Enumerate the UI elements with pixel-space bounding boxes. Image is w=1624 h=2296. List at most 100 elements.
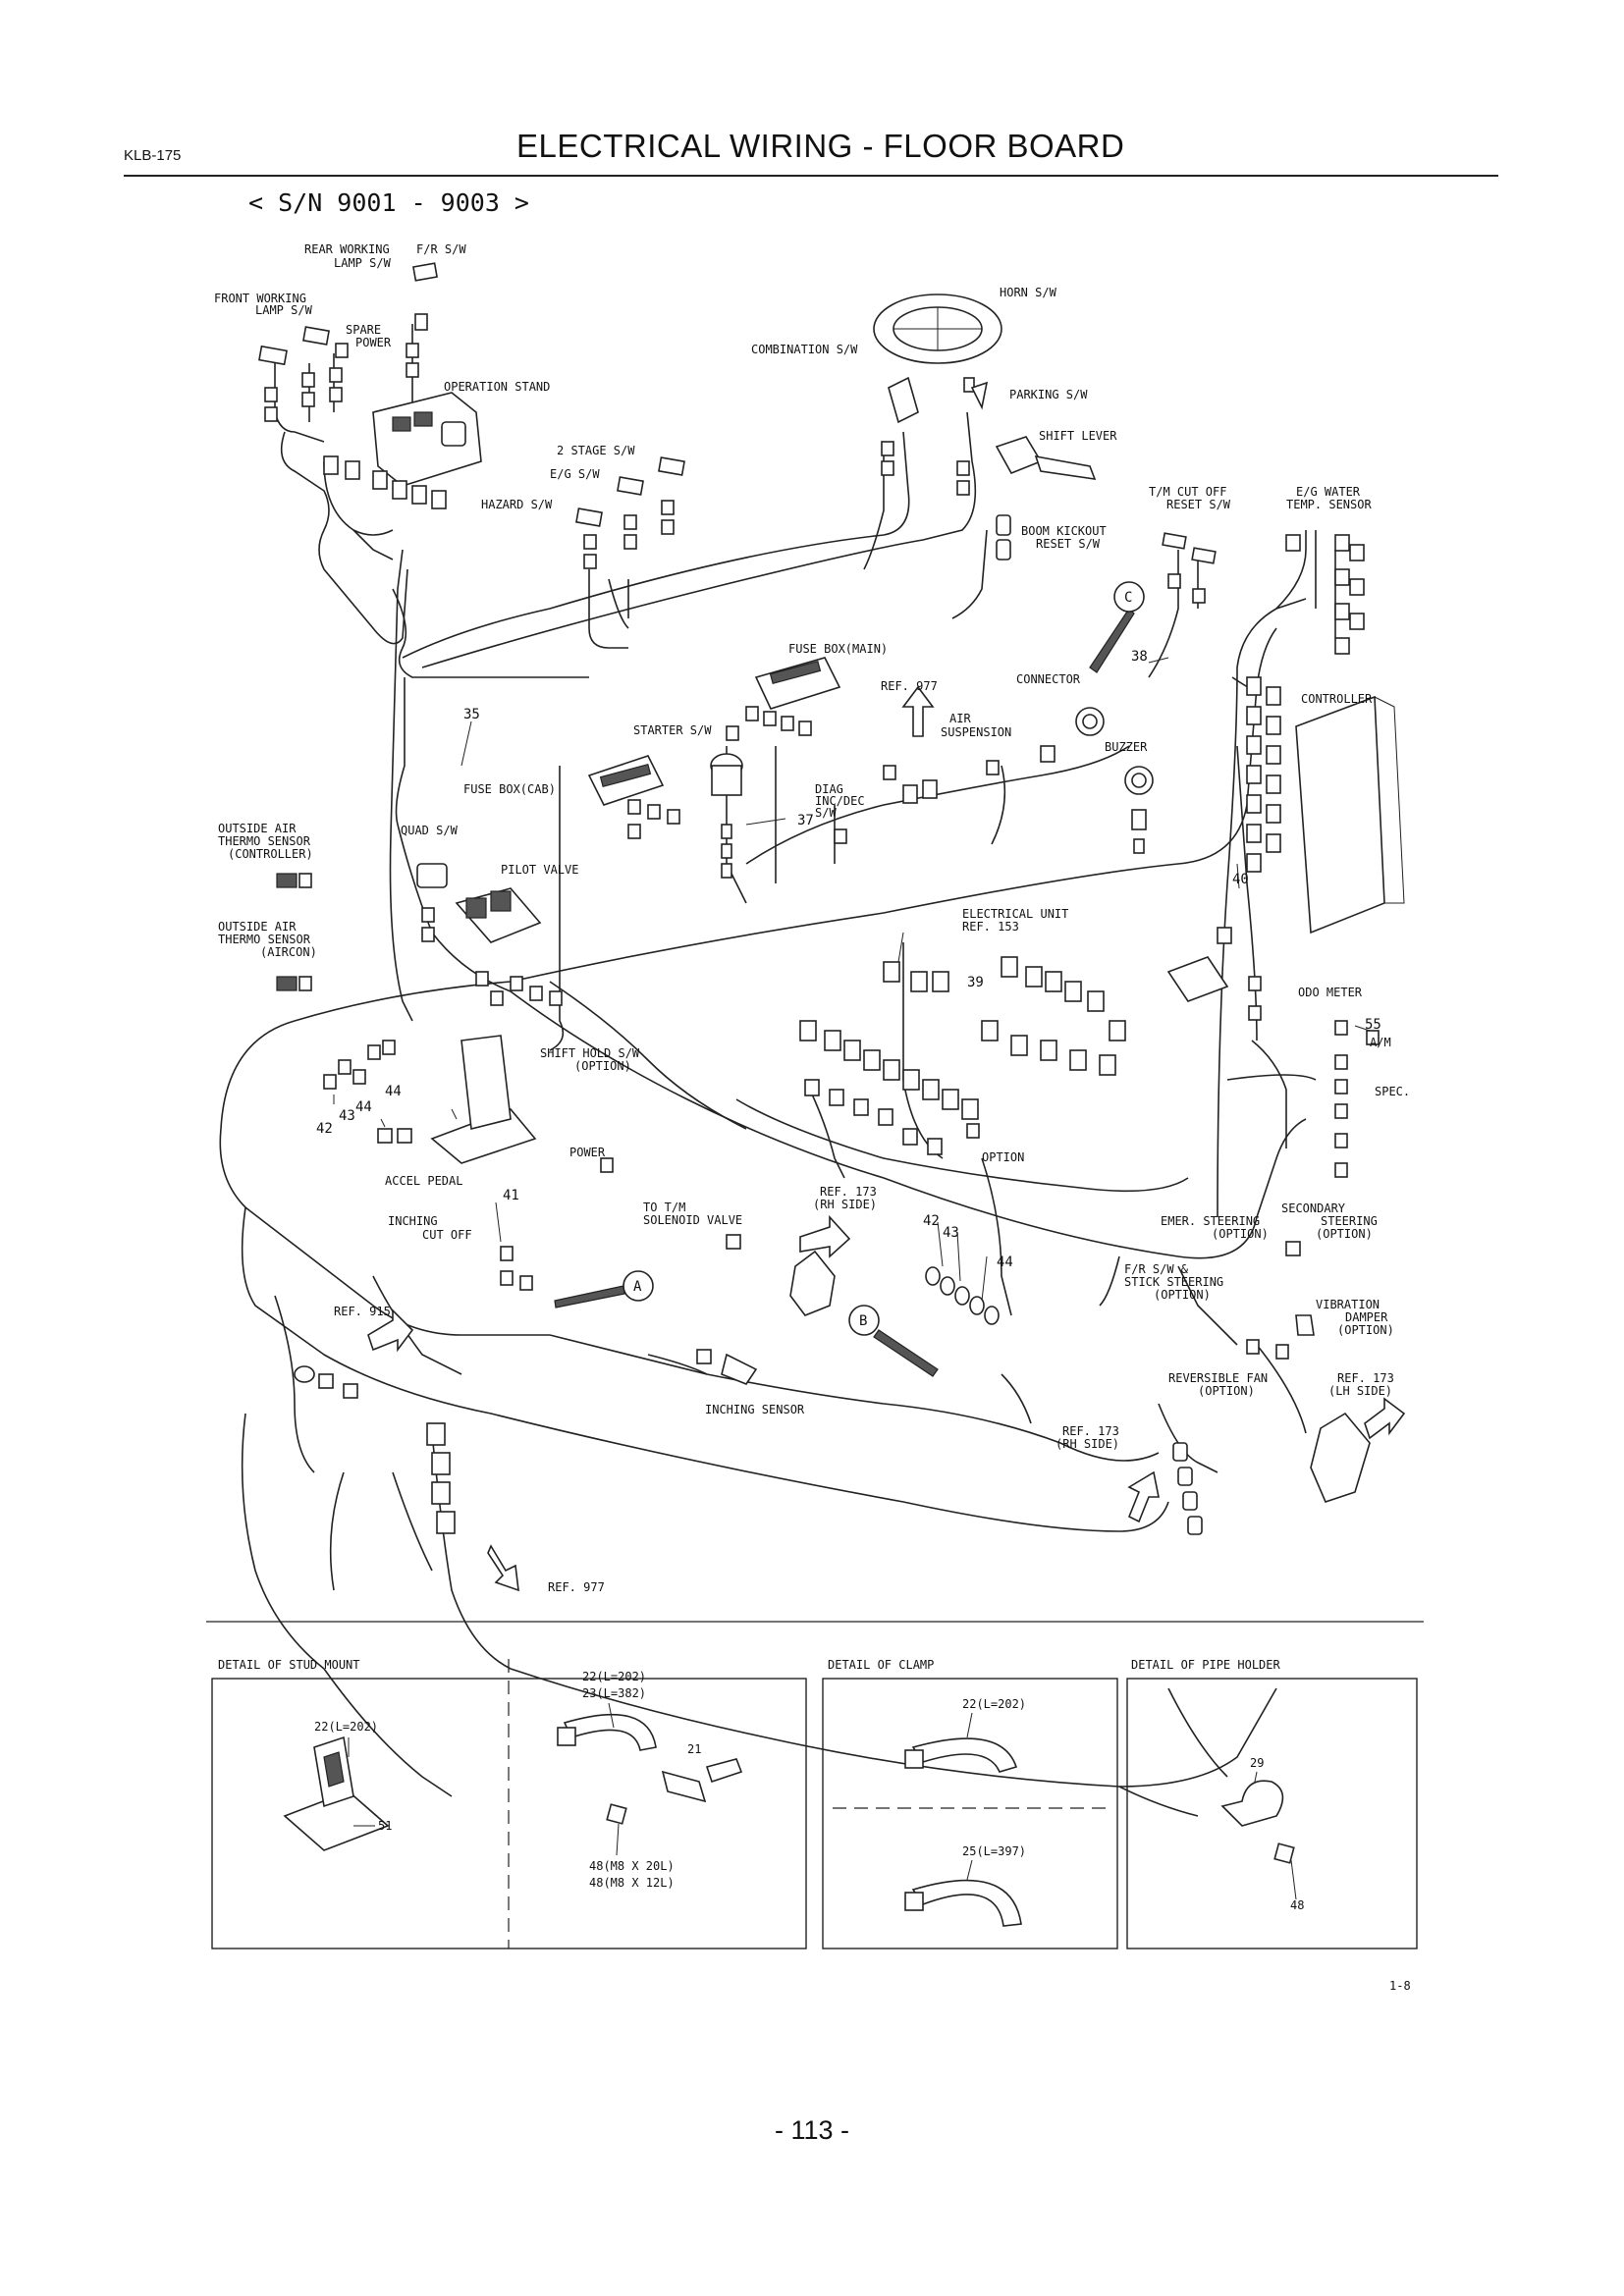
callout-37: 37	[797, 813, 814, 828]
detail-a-letter: A	[633, 1279, 642, 1295]
label-hazard-sw: HAZARD S/W	[481, 498, 553, 511]
label-inching-cut-off-2: CUT OFF	[422, 1228, 472, 1242]
fr-switch-icon	[412, 262, 438, 282]
stud-mount-part-23: 23(L=382)	[582, 1686, 646, 1700]
label-emer-steering: EMER. STEERING	[1161, 1214, 1260, 1228]
clamp-25-icon	[911, 1879, 1022, 1927]
label-vibration-damper-2: DAMPER	[1345, 1310, 1388, 1324]
label-air-suspension: AIR	[949, 712, 971, 725]
label-fr-sw: F/R S/W	[416, 242, 466, 256]
reference-arrows	[367, 581, 1406, 1592]
label-quad-sw: QUAD S/W	[401, 824, 459, 837]
label-horn-sw: HORN S/W	[1000, 286, 1057, 299]
label-secondary-steering-3: (OPTION)	[1316, 1227, 1373, 1241]
callout-43: 43	[339, 1108, 355, 1124]
label-outside-air-ctrl-3: (CONTROLLER)	[228, 847, 313, 861]
detail-a-circle	[623, 1270, 654, 1302]
page-title: ELECTRICAL WIRING - FLOOR BOARD	[516, 128, 1125, 164]
callout-55: 55	[1365, 1017, 1381, 1033]
label-fuse-box-main: FUSE BOX(MAIN)	[788, 642, 888, 656]
label-to-tm-solenoid-2: SOLENOID VALVE	[643, 1213, 742, 1227]
label-to-tm-solenoid: TO T/M	[643, 1201, 685, 1214]
label-tm-cut-off: T/M CUT OFF	[1149, 485, 1226, 499]
shift-lever-icon	[995, 436, 1043, 475]
label-eg-water-2: TEMP. SENSOR	[1286, 498, 1372, 511]
pipe-holder-part-29: 29	[1250, 1756, 1264, 1770]
label-vibration-damper: VIBRATION	[1316, 1298, 1380, 1311]
detail-stud-mount: DETAIL OF STUD MOUNT 22(L=202) 51 22(L=2…	[211, 1658, 807, 1949]
detail-clamp-title: DETAIL OF CLAMP	[828, 1658, 934, 1672]
bolt-icon	[705, 1758, 743, 1784]
pipe-holder-icon	[1220, 1780, 1284, 1827]
label-pilot-valve: PILOT VALVE	[501, 863, 578, 877]
detail-b-letter: B	[859, 1313, 867, 1329]
label-diag-3: S/W	[815, 806, 837, 820]
serial-range: < S/N 9001 - 9003 >	[248, 188, 529, 217]
detail-b-circle	[848, 1305, 880, 1336]
label-eg-water: E/G WATER	[1296, 485, 1361, 499]
solenoid-valve-icon	[789, 1250, 836, 1316]
label-power: POWER	[569, 1146, 606, 1159]
callout-38: 38	[1131, 649, 1148, 665]
label-outside-air-aircon-2: THERMO SENSOR	[218, 933, 311, 946]
label-diag-2: INC/DEC	[815, 794, 865, 808]
label-odo-meter: ODO METER	[1298, 986, 1363, 999]
callout-44c: 44	[997, 1255, 1013, 1270]
label-outside-air-ctrl: OUTSIDE AIR	[218, 822, 297, 835]
label-inching-sensor: INCHING SENSOR	[705, 1403, 805, 1416]
right-arrow-icon	[1364, 1397, 1406, 1440]
bolt-head-icon	[606, 1803, 627, 1825]
label-air-suspension-2: SUSPENSION	[941, 725, 1011, 739]
document-code: KLB-175	[124, 147, 182, 164]
callout-44: 44	[355, 1099, 372, 1115]
detail-pipe-holder: DETAIL OF PIPE HOLDER 29 48	[1126, 1658, 1418, 1949]
label-rear-working-lamp: REAR WORKING	[304, 242, 390, 256]
label-ref-173-lh-2: (LH SIDE)	[1328, 1384, 1392, 1398]
label-fr-stick-2: STICK STEERING	[1124, 1275, 1223, 1289]
clamp-22-icon	[911, 1737, 1018, 1773]
detail-stud-mount-title: DETAIL OF STUD MOUNT	[218, 1658, 360, 1672]
label-reversible-fan-2: (OPTION)	[1198, 1384, 1255, 1398]
stud-mount-part-21: 21	[687, 1742, 701, 1756]
callout-35: 35	[463, 707, 480, 722]
label-accel-pedal: ACCEL PEDAL	[385, 1174, 462, 1188]
pipe-holder-part-48: 48	[1290, 1898, 1304, 1912]
clamp-part-25: 25(L=397)	[962, 1844, 1026, 1858]
title-rule	[124, 175, 1498, 177]
harness-wires	[219, 324, 1336, 1817]
label-outside-air-aircon-3: (AIRCON)	[260, 945, 317, 959]
component-labels: REAR WORKING LAMP S/W F/R S/W FRONT WORK…	[214, 242, 1410, 1594]
detail-a-arrow	[554, 1285, 625, 1308]
label-secondary-steering-2: STEERING	[1321, 1214, 1378, 1228]
label-shift-hold: SHIFT HOLD S/W	[540, 1046, 640, 1060]
detail-clamp: DETAIL OF CLAMP 22(L=202) 25(L=397)	[822, 1658, 1118, 1949]
up-arrow-icon	[1127, 1470, 1160, 1523]
controller-icon	[1295, 695, 1385, 934]
callout-numbers: 35 37 38 39 40 41 42 43 44 44 42 43 44 5…	[316, 590, 1381, 1329]
label-ref-173-rh-low-2: (RH SIDE)	[1056, 1437, 1119, 1451]
label-ref-173-rh-2: (RH SIDE)	[813, 1198, 877, 1211]
sheet-code: 1-8	[1389, 1979, 1411, 1993]
label-spare-power: SPARE	[346, 323, 381, 337]
label-inching-cut-off: INCHING	[388, 1214, 438, 1228]
stud-mount-part-51: 51	[378, 1819, 392, 1833]
label-combination-sw: COMBINATION S/W	[751, 343, 858, 356]
label-outside-air-ctrl-2: THERMO SENSOR	[218, 834, 311, 848]
label-boom-kickout-2: RESET S/W	[1036, 537, 1101, 551]
quad-switch-icon	[416, 863, 448, 888]
label-rear-working-lamp-2: LAMP S/W	[334, 256, 392, 270]
callout-42: 42	[316, 1121, 333, 1137]
label-operation-stand: OPERATION STAND	[444, 380, 550, 394]
fr-connector-icon	[414, 313, 428, 331]
right-arrow-icon	[367, 1308, 414, 1353]
leader-lines	[333, 657, 1371, 1302]
label-boom-kickout: BOOM KICKOUT	[1021, 524, 1107, 538]
front-working-lamp-switch-icon	[258, 345, 288, 366]
label-ref-173-rh: REF. 173	[820, 1185, 877, 1199]
detail-c-letter: C	[1124, 590, 1132, 606]
label-spare-power-2: POWER	[355, 336, 392, 349]
label-fuse-box-cab: FUSE BOX(CAB)	[463, 782, 556, 796]
label-starter-sw: STARTER S/W	[633, 723, 712, 737]
parking-switch-icon	[970, 381, 989, 410]
